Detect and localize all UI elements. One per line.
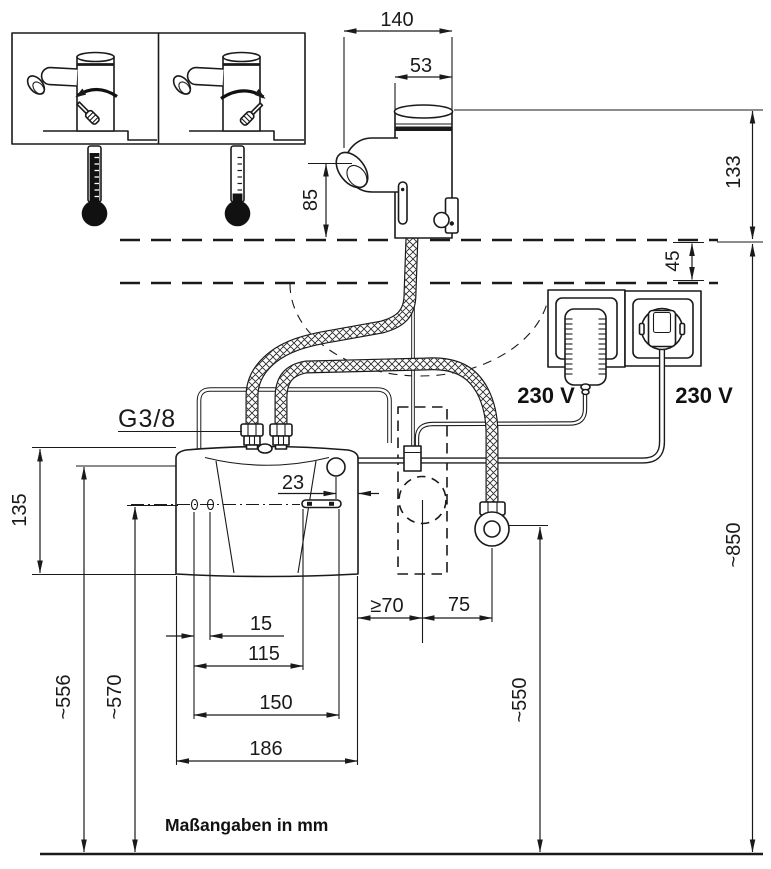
- angle-valve: [474, 501, 510, 547]
- rotate-left-arrowhead-icon: [75, 88, 87, 98]
- heater-panel-right: [297, 460, 317, 574]
- cold-adjust-panel: [172, 51, 304, 141]
- rotate-right-arrowhead-icon: [254, 88, 266, 99]
- screwdriver-icon: [239, 102, 264, 126]
- keyhole-right: [206, 498, 215, 511]
- power-adapter-icon: [564, 308, 607, 396]
- hot-thermometer-icon: [81, 145, 108, 227]
- heater-fittings: [240, 423, 293, 454]
- heater-top-curve: [204, 456, 330, 466]
- dim-556-label: ~556: [53, 674, 75, 719]
- spout-outlet-face: [32, 81, 45, 95]
- dim-550-label: ~550: [509, 677, 531, 722]
- faucet-spout: [40, 66, 78, 87]
- faucet-spout: [186, 66, 224, 87]
- relief-tube: [196, 387, 392, 449]
- cable-connector: [403, 445, 422, 472]
- dim-150-label: 150: [259, 692, 292, 714]
- dim-133-label: 133: [723, 155, 745, 188]
- dim-570-label: ~570: [104, 674, 126, 719]
- voltage-label-right: 230 V: [675, 383, 733, 408]
- dim-85-label: 85: [300, 189, 322, 211]
- schuko-plug-icon: [638, 307, 686, 351]
- heater-body: [175, 445, 359, 578]
- clip-ring: [433, 211, 450, 229]
- hot-adjust-panel: [26, 51, 157, 141]
- faucet-cap: [393, 104, 454, 119]
- dim-186-label: 186: [249, 738, 282, 760]
- dim-140-label: 140: [380, 9, 413, 31]
- clip-screw: [449, 221, 454, 226]
- faucet-cap-band: [395, 126, 452, 131]
- spout-outlet-face: [178, 81, 191, 95]
- thread-size-label: G3/8: [118, 405, 176, 433]
- heater-panel-left: [215, 460, 235, 574]
- fitting-left: [240, 423, 264, 450]
- sensor-led: [401, 187, 405, 192]
- screwdriver-icon: [76, 101, 100, 125]
- extension-lines: [175, 509, 493, 765]
- drain-pipe-outline: [397, 406, 448, 643]
- labels: G3/8 230 V 230 V Maßangaben in mm: [118, 383, 733, 835]
- faucet-cap: [76, 51, 115, 63]
- cold-thermometer-icon: [224, 145, 251, 227]
- dim-45-label: 45: [663, 250, 684, 271]
- undersink-heater: [131, 445, 359, 578]
- dim-15-label: 15: [250, 613, 272, 635]
- spout-outlet-face: [346, 164, 368, 188]
- dim-115-label: 115: [248, 643, 280, 665]
- dim-75-label: 75: [448, 594, 470, 616]
- dim-135-label: 135: [9, 493, 31, 526]
- hose-faucet-to-heater: [245, 235, 419, 426]
- voltage-label-left: 230 V: [517, 383, 575, 408]
- fitting-right: [269, 423, 293, 450]
- adapter-cable: [414, 390, 588, 448]
- dim-70-label: ≥70: [370, 595, 403, 617]
- heater-power-cord: [358, 338, 666, 464]
- keyhole-left: [190, 498, 199, 511]
- dim-850-label: ~850: [723, 522, 745, 567]
- dim-23-label: 23: [282, 472, 304, 494]
- cable-entry: [326, 457, 346, 477]
- unit-note: Maßangaben in mm: [165, 815, 328, 835]
- inset-operating-panels: [11, 32, 306, 227]
- faucet-side-view: [335, 104, 459, 239]
- faucet-cap: [222, 51, 261, 63]
- dimensions: 140 53 133 85 45 ~850 135 ~556 ~570: [9, 9, 763, 853]
- dim-53-label: 53: [410, 55, 432, 77]
- hose-valve-to-heater: [274, 357, 499, 503]
- washbasin-outline: [289, 283, 551, 377]
- sensor-window: [397, 181, 408, 225]
